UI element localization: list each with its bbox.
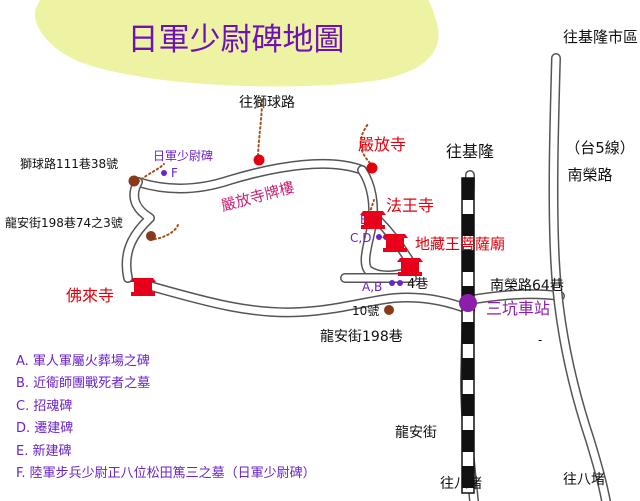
label-to-badu-1: 往八堵 xyxy=(440,476,482,492)
temple-icon-fawang xyxy=(360,211,386,229)
label-marker-cd: C,D xyxy=(350,231,371,245)
temples xyxy=(130,211,423,296)
label-route5: （台5線） xyxy=(565,139,635,157)
title-area: 日軍少尉碑地圖 xyxy=(34,0,439,87)
marker-a-dot xyxy=(389,280,395,286)
footpath-monument xyxy=(137,163,165,183)
station-sankeng-dot xyxy=(459,294,477,312)
label-shiqiu-111: 獅球路111巷38號 xyxy=(20,156,118,171)
label-dash: - xyxy=(538,333,542,347)
label-lane4: 4巷 xyxy=(407,277,428,292)
spot-no10 xyxy=(384,305,394,315)
spot-shiqiu-111 xyxy=(128,175,140,187)
marker-f-dot xyxy=(161,170,167,176)
label-japanese-monument: 日軍少尉碑 xyxy=(153,148,213,163)
label-folai-temple: 佛來寺 xyxy=(66,286,114,305)
legend-item-c: C. 招魂碑 xyxy=(16,398,73,414)
spots xyxy=(128,154,394,315)
label-fawang-temple: 法王寺 xyxy=(386,196,434,215)
marker-c-dot xyxy=(376,234,382,240)
marker-b-dot xyxy=(397,280,403,286)
label-longan-198: 龍安街198巷 xyxy=(320,328,403,345)
legend: A. 軍人軍屬火葬場之碑 B. 近衛師團戰死者之墓 C. 招魂碑 D. 遷建碑 … xyxy=(16,351,456,485)
label-no10: 10號 xyxy=(352,304,379,318)
page-title: 日軍少尉碑地圖 xyxy=(128,22,345,58)
label-sankeng-station: 三坑車站 xyxy=(486,299,550,318)
footpath-yanfang xyxy=(359,123,371,164)
label-to-keelung: 往基隆 xyxy=(446,142,494,161)
label-nanrong-road: 南榮路 xyxy=(567,166,612,184)
station xyxy=(459,294,477,312)
label-to-badu-2: 往八堵 xyxy=(563,472,605,488)
label-dizang-temple: 地藏王菩薩廟 xyxy=(415,235,505,253)
legend-item-f: F. 陸軍步兵少尉正八位松田篤三之墓（日軍少尉碑） xyxy=(16,466,316,482)
road-main-curve-inner xyxy=(134,160,366,192)
railway xyxy=(461,177,475,494)
road-left-loop-inner xyxy=(123,178,154,282)
temple-icon-dizang xyxy=(397,258,423,276)
legend-item-a: A. 軍人軍屬火葬場之碑 xyxy=(16,354,150,369)
temple-icon-dizang-upper xyxy=(382,234,408,252)
label-yanfang-temple: 嚴放寺 xyxy=(358,135,406,154)
label-marker-f: F xyxy=(171,166,178,180)
footpath-198-74 xyxy=(149,224,179,241)
road-route5-inner xyxy=(549,54,610,501)
spot-yanfang-arch xyxy=(253,154,265,166)
label-keelung-city: 往基隆市區 xyxy=(563,28,638,46)
legend-item-d: D. 遷建碑 xyxy=(16,421,74,437)
label-marker-ab: A,B xyxy=(362,280,382,294)
legend-item-b: B. 近衛師團戰死者之墓 xyxy=(16,376,151,392)
label-marker-e: E xyxy=(360,213,368,227)
road-longan-198-inner xyxy=(146,282,474,316)
label-longan-198-74: 龍安街198巷74之3號 xyxy=(5,215,123,230)
label-longan-street: 龍安街 xyxy=(395,424,437,441)
road-nanrong-64-inner xyxy=(466,290,564,304)
spot-yanfang-temple xyxy=(366,162,378,174)
title-background xyxy=(34,0,439,87)
spot-longan-198-74 xyxy=(146,231,156,241)
legend-item-e: E. 新建碑 xyxy=(16,443,72,459)
temple-icon-folai xyxy=(130,278,156,296)
label-nanrong-64: 南榮路64巷 xyxy=(490,278,564,294)
label-shiqiu-road: 往獅球路 xyxy=(239,95,295,111)
labels: 往基隆市區 往獅球路 嚴放寺 往基隆 （台5線） 南榮路 獅球路111巷38號 … xyxy=(5,28,638,492)
